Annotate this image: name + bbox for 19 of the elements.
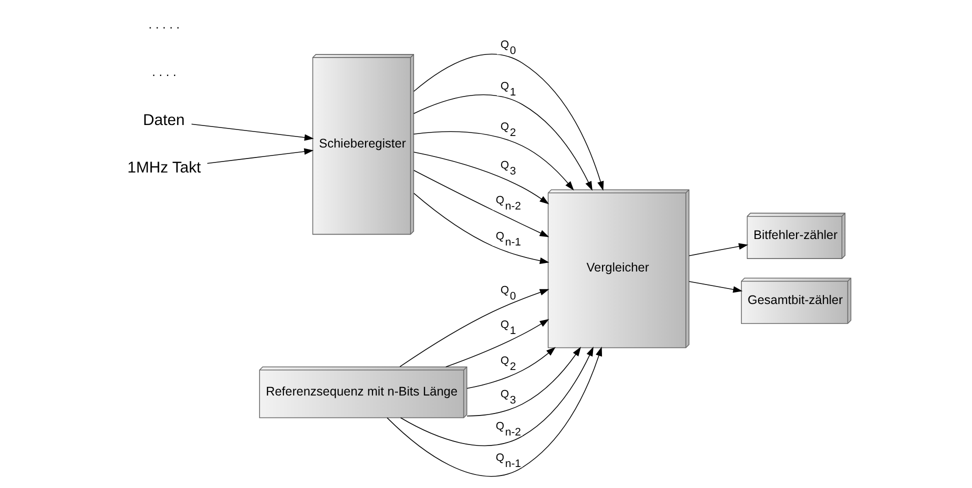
node-text: Daten <box>143 112 185 129</box>
arrow <box>414 170 550 238</box>
arrow <box>206 148 314 164</box>
node-text: 1MHz Takt <box>127 160 201 177</box>
arrow <box>688 243 748 256</box>
arrow <box>445 318 550 368</box>
arrow <box>466 346 581 416</box>
arrow <box>386 346 602 477</box>
label: . . . . . <box>148 17 180 32</box>
arrow <box>413 54 604 191</box>
arrow <box>413 94 592 191</box>
arrow <box>414 152 550 204</box>
arrow <box>413 131 574 191</box>
arrow <box>688 281 743 293</box>
arrow <box>400 346 594 446</box>
arrow <box>399 289 550 368</box>
arrow <box>466 347 556 389</box>
arrow <box>191 124 314 141</box>
label: . . . . <box>152 65 176 80</box>
